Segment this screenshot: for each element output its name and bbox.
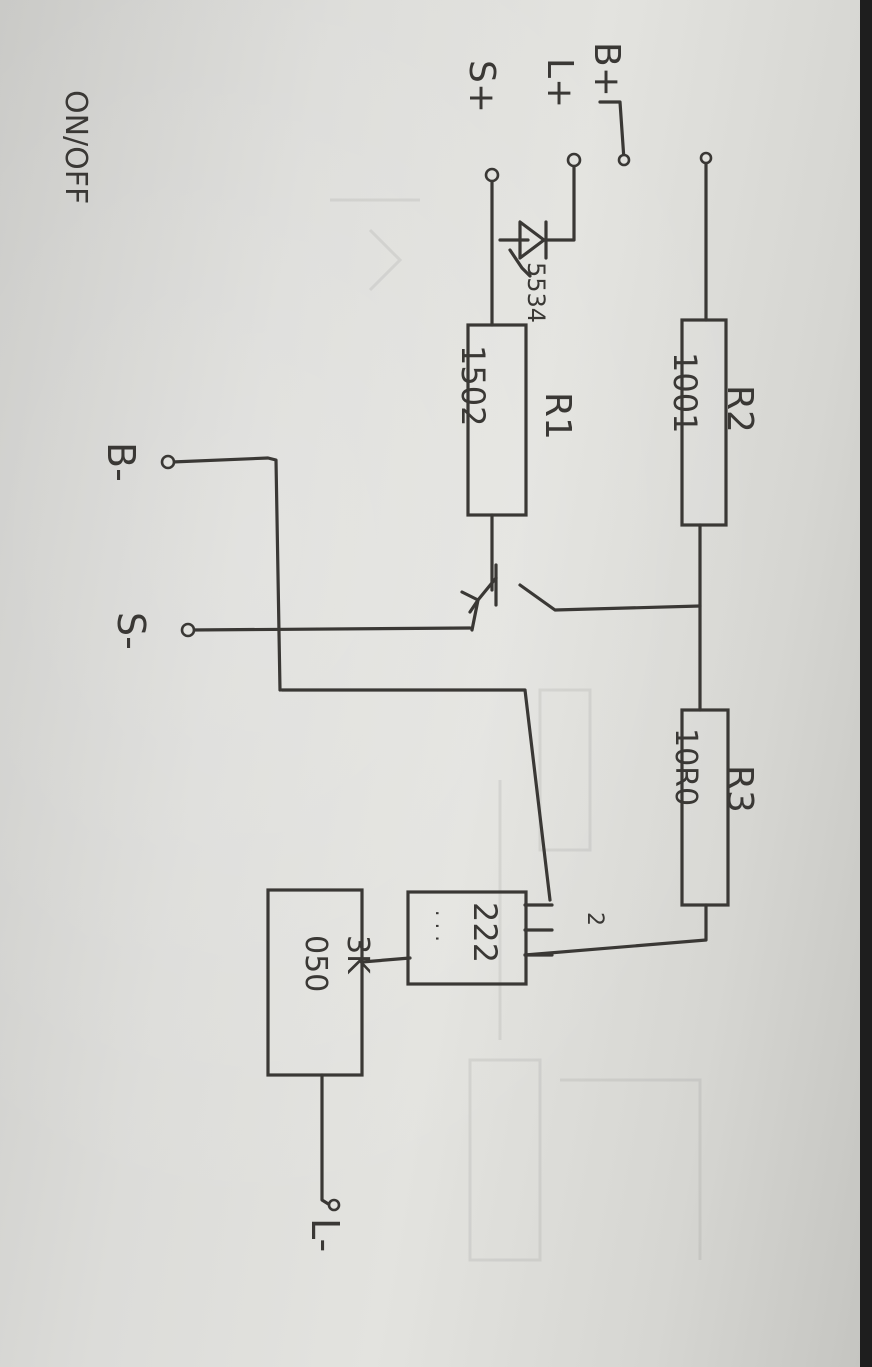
splus-label: S+: [461, 60, 502, 113]
wire-ic-cap: [360, 956, 412, 964]
switch-lever: [598, 100, 626, 162]
resistor-r2-body: [680, 318, 728, 527]
bminus-label: B-: [99, 442, 143, 482]
ic-body: [406, 890, 528, 986]
r1-value: 1502: [454, 345, 492, 426]
cap-value: 3K: [340, 935, 375, 975]
resistor-r1-body: [466, 323, 528, 517]
diode-symbol: [518, 220, 548, 260]
wire-gnd-ic: [280, 688, 552, 902]
wire-base: [518, 583, 702, 612]
terminal-lminus: [327, 1198, 341, 1212]
resistor-r3-body: [680, 708, 730, 907]
capacitor-body: [266, 888, 364, 1077]
diode-tail: [508, 248, 532, 278]
terminal-lplus: [566, 152, 582, 168]
lminus-label: L-: [303, 1218, 347, 1252]
wire-cap-lminus: [320, 1073, 332, 1207]
components: [266, 220, 730, 1077]
wires: [170, 100, 708, 1207]
terminals: [160, 151, 713, 1212]
ic-pins: [523, 903, 554, 957]
terminal-splus: [484, 167, 500, 183]
r2-value: 1001: [666, 352, 704, 433]
r3-name: R3: [719, 765, 760, 813]
sminus-label: S-: [109, 612, 153, 650]
r1-name: R1: [537, 392, 578, 440]
onoff-label: ON/OFF: [58, 90, 93, 204]
wire-lplus-diode: [546, 160, 576, 242]
cap-code: 050: [298, 935, 333, 992]
table-edge: [860, 0, 872, 1367]
lplus-label: L+: [539, 58, 580, 108]
ic-pin-marker: 2: [582, 912, 607, 926]
terminal-sminus: [180, 622, 196, 638]
r2-name: R2: [719, 385, 760, 433]
emitter-arrow: [460, 590, 480, 614]
r3-value: 10R0: [668, 728, 703, 806]
terminal-onoff: [699, 151, 713, 165]
diode-name: 5534: [522, 262, 550, 323]
show-through-marks: [330, 198, 702, 1262]
terminal-bminus: [160, 454, 176, 470]
ic-dots: · · ·: [425, 910, 449, 942]
wire-bminus: [170, 456, 282, 692]
bplus-label: B+: [586, 42, 627, 97]
terminal-switch: [617, 153, 631, 167]
ic-marking: 222: [466, 902, 504, 963]
wire-r3-ic: [523, 903, 708, 957]
wire-emitter-sminus: [188, 626, 472, 632]
labels: ON/OFF B+ L+ S+ B- S- L- R2 1001 R1 1502…: [58, 42, 760, 1252]
